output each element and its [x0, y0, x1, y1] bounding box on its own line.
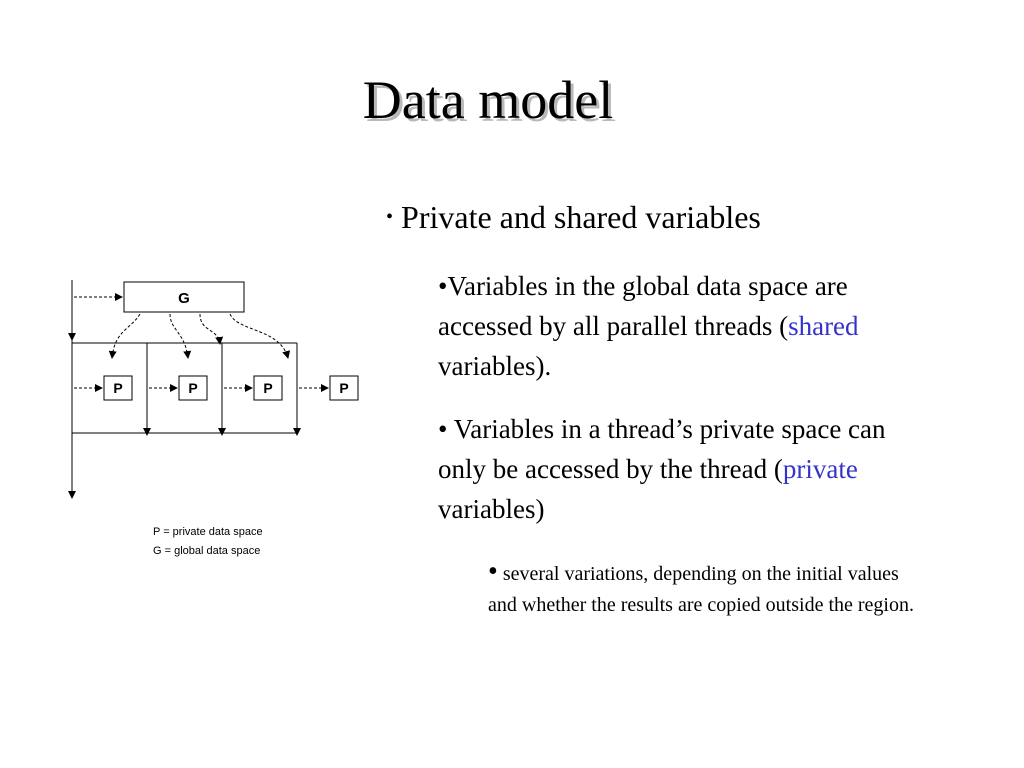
global-to-p2-curve — [169, 313, 192, 359]
data-model-diagram-svg: G P P P — [68, 280, 359, 557]
bullet-variations-text: several variations, depending on the ini… — [488, 563, 914, 616]
global-to-p1-curve — [108, 313, 141, 359]
global-to-p4-curve — [229, 313, 291, 359]
private-keyword: private — [782, 454, 858, 484]
bullet-private-and-shared: • Private and shared variables — [386, 195, 946, 239]
private-box-1 — [103, 375, 133, 401]
private-box-2 — [178, 375, 208, 401]
slide-title: Data model — [362, 70, 614, 130]
bullet-variations: • several variations, depending on the i… — [488, 556, 928, 621]
private-box-4-label: P — [339, 380, 348, 396]
data-model-diagram: G P P P — [60, 270, 370, 570]
bullet-thread-private: • Variables in a thread’s private space … — [438, 409, 928, 529]
private-box-3-label: P — [263, 380, 272, 396]
legend-global: G = global data space — [153, 545, 260, 557]
global-to-p3-curve — [199, 313, 224, 345]
private-box-4 — [329, 375, 359, 401]
legend-private: P = private data space — [153, 526, 263, 538]
bullet-thread-private-text: • Variables in a thread’s private space … — [438, 414, 886, 484]
bullet-private-and-shared-text: Private and shared variables — [401, 199, 761, 235]
bullet-thread-private-tail: variables) — [438, 494, 545, 524]
global-box — [123, 281, 245, 313]
bullet-marker: • — [386, 206, 394, 228]
private-box-2-label: P — [188, 380, 197, 396]
shared-keyword: shared — [788, 311, 859, 341]
private-box-3 — [253, 375, 283, 401]
bullet-global-shared: •Variables in the global data space are … — [438, 266, 928, 386]
global-box-label: G — [178, 290, 190, 307]
bullet-global-shared-text: •Variables in the global data space are … — [438, 271, 848, 341]
bullet-marker: • — [488, 556, 498, 587]
bullet-global-shared-tail: variables). — [438, 351, 552, 381]
private-box-1-label: P — [113, 380, 122, 396]
